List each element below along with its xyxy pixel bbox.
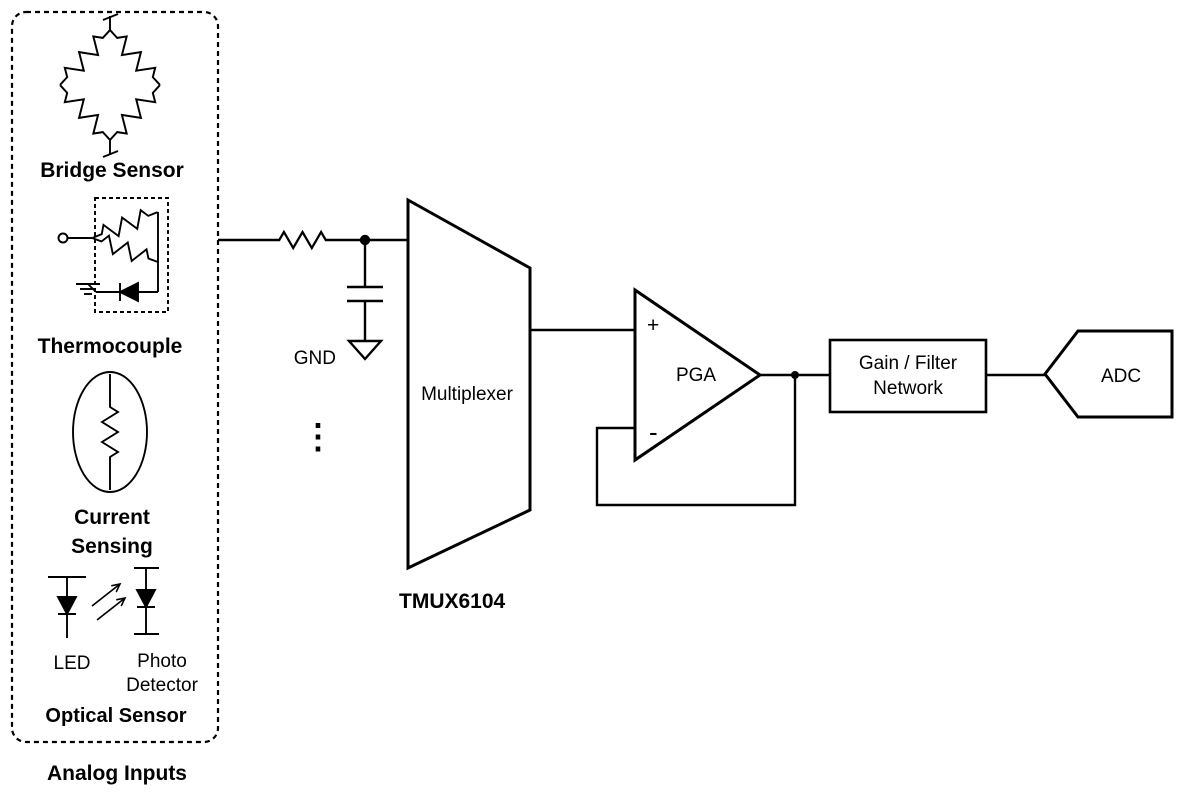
- multiplexer-part-number: TMUX6104: [399, 590, 506, 613]
- current-sensing-icon: [72, 371, 148, 493]
- ground-symbol-icon: [346, 339, 384, 361]
- photo-detector-label-line2: Detector: [126, 675, 198, 696]
- analog-inputs-title: Analog Inputs: [47, 762, 187, 785]
- pga-label: PGA: [676, 365, 716, 386]
- led-icon: [48, 576, 86, 638]
- gain-filter-label-line2: Network: [873, 378, 943, 399]
- pga-feedback-wire: [595, 377, 797, 507]
- optical-sensor-label: Optical Sensor: [45, 705, 186, 727]
- current-sensing-label-line1: Current: [74, 506, 150, 529]
- pga-block: + - PGA: [530, 287, 830, 507]
- channel-ellipsis: ⋮: [301, 418, 335, 456]
- led-label: LED: [54, 653, 91, 674]
- photo-detector-label-line1: Photo: [137, 651, 187, 672]
- adc-block: ADC: [986, 329, 1174, 419]
- photo-detector-icon: [134, 567, 159, 635]
- output-junction-dot: [791, 371, 799, 379]
- gain-filter-label-line1: Gain / Filter: [859, 353, 958, 374]
- adc-label: ADC: [1101, 366, 1141, 387]
- pga-plus-input-label: +: [647, 314, 659, 337]
- input-rc-network: [218, 230, 408, 361]
- thermocouple-label: Thermocouple: [38, 335, 183, 358]
- pga-opamp-shape: [633, 287, 763, 463]
- series-resistor-icon: [268, 230, 337, 250]
- light-arrows-icon: [91, 582, 127, 621]
- analog-inputs-group: Bridge Sensor Thermocouple Current: [10, 10, 220, 785]
- thermocouple-icon: [57, 197, 169, 313]
- multiplexer-shape: [406, 197, 532, 571]
- multiplexer-label: Multiplexer: [421, 384, 514, 405]
- bridge-sensor-icon: [53, 13, 167, 158]
- analog-inputs-dashed-box: [10, 10, 220, 744]
- current-sensing-label-line2: Sensing: [71, 535, 153, 558]
- bridge-sensor-label: Bridge Sensor: [40, 159, 184, 182]
- gnd-label: GND: [294, 348, 336, 369]
- adc-shape: [1043, 329, 1174, 419]
- pga-minus-input-label: -: [649, 417, 658, 447]
- gain-filter-block: Gain / Filter Network: [828, 338, 988, 414]
- multiplexer-block: Multiplexer TMUX6104: [399, 197, 532, 613]
- gain-filter-box: [828, 338, 988, 414]
